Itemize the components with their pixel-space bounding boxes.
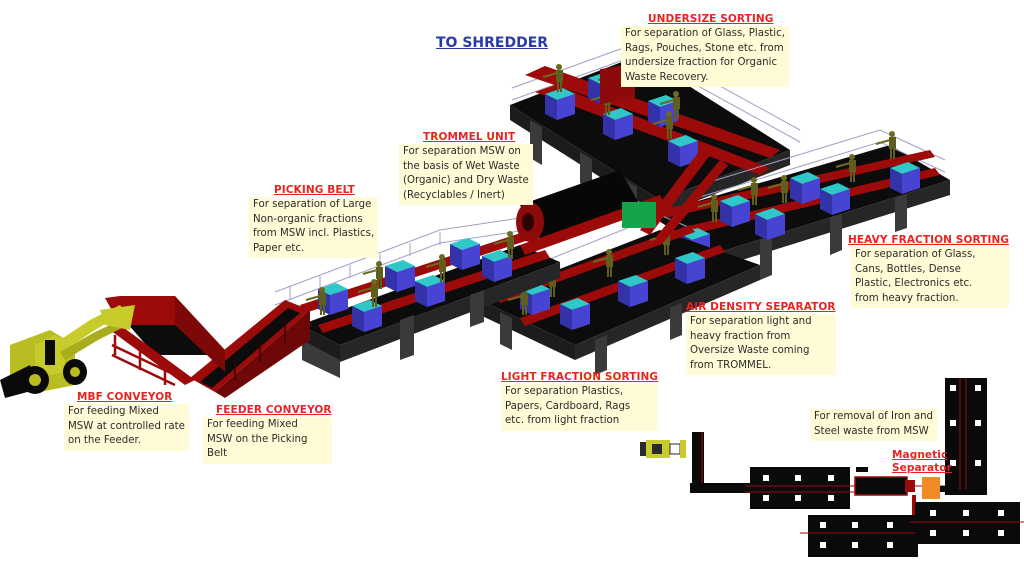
air-density-separator-title: AIR DENSITY SEPARATOR [686,301,836,313]
desc-line: For feeding Mixed [207,419,298,430]
desc-line: undersize fraction for Organic [625,57,778,68]
desc-line: For removal of Iron and [814,411,934,422]
desc-line: Waste Recovery. [625,71,709,83]
desc-line: from MSW incl. Plastics, [253,228,375,239]
magnetic-separator-title-line2: Separator [892,462,952,474]
picking-belt-platform [274,214,560,378]
desc-line: Non-organic fractions [253,213,363,225]
undersize-sorting-callout: UNDERSIZE SORTING For separation of Glas… [621,13,789,87]
air-density-separator-unit [622,202,656,228]
undersize-sorting-description: For separation of Glass, Plastic, Rags, … [621,26,789,87]
air-density-separator-description: For separation light and heavy fraction … [686,314,836,375]
mbf-conveyor-description: For feeding Mixed MSW at controlled rate… [64,404,189,451]
picking-belt-description: For separation of Large Non-organic frac… [249,197,379,258]
desc-line: (Organic) and Dry Waste [403,175,529,186]
desc-line: etc. from light fraction [505,415,620,426]
desc-line: on the Feeder. [68,435,141,446]
magnetic-separator-title: Magnetic Separator [892,449,952,475]
desc-line: For separation light and [690,316,812,327]
heavy-fraction-sorting-platform [650,129,950,280]
undersize-sorting-title: UNDERSIZE SORTING [648,13,774,25]
light-fraction-sorting-title: LIGHT FRACTION SORTING [501,371,659,383]
magnetic-separator-note: For removal of Iron and Steel waste from… [810,409,938,441]
trommel-unit-title: TROMMEL UNIT [423,131,516,143]
desc-line: For feeding Mixed [68,406,159,417]
desc-line: heavy fraction from [690,330,791,342]
light-fraction-sorting-platform [480,214,760,375]
magnetic-separator-title-line1: Magnetic [892,449,948,461]
desc-line: For separation MSW on [403,146,521,157]
heavy-fraction-sorting-callout: HEAVY FRACTION SORTING For separation of… [848,234,1010,308]
picking-belt-title: PICKING BELT [274,184,355,196]
desc-line: from TROMMEL. [690,359,772,371]
desc-line: the basis of Wet Waste [403,160,520,172]
mbf-conveyor-title: MBF CONVEYOR [77,391,173,403]
desc-line: from heavy fraction. [855,292,959,304]
desc-line: For separation Plastics, [505,386,624,397]
desc-line: Belt [207,448,228,459]
feeder-conveyor-description: For feeding Mixed MSW on the Picking Bel… [203,417,332,464]
desc-line: Plastic, Electronics etc. [855,278,973,289]
feeder-conveyor-callout: FEEDER CONVEYOR For feeding Mixed MSW on… [203,404,332,464]
to-shredder-label: TO SHREDDER [436,35,549,51]
trommel-unit [516,63,728,255]
desc-line: For separation of Large [253,199,372,210]
desc-line: For separation of Glass, [855,249,976,260]
mbf-conveyor [105,296,225,387]
trommel-unit-description: For separation MSW on the basis of Wet W… [399,144,533,205]
desc-line: Papers, Cardboard, Rags [505,400,631,412]
desc-line: Oversize Waste coming [690,345,810,356]
light-fraction-sorting-description: For separation Plastics, Papers, Cardboa… [501,384,659,431]
heavy-fraction-sorting-title: HEAVY FRACTION SORTING [848,234,1010,246]
desc-line: Steel waste from MSW [814,425,929,437]
heavy-fraction-sorting-description: For separation of Glass, Cans, Bottles, … [851,247,1010,308]
desc-line: Cans, Bottles, Dense [855,263,961,275]
desc-line: Rags, Pouches, Stone etc. from [625,42,784,54]
front-loader [0,305,135,398]
feeder-conveyor-title: FEEDER CONVEYOR [216,404,332,416]
desc-line: MSW on the Picking [207,433,308,445]
air-density-separator-callout: AIR DENSITY SEPARATOR For separation lig… [686,301,836,375]
desc-line: MSW at controlled rate [68,420,185,432]
light-fraction-sorting-callout: LIGHT FRACTION SORTING For separation Pl… [501,371,659,431]
trommel-unit-callout: TROMMEL UNIT For separation MSW on the b… [399,131,533,205]
desc-line: Paper etc. [253,242,305,254]
magnetic-separator-schematic [640,378,1024,557]
magnetic-separator-description: For removal of Iron and Steel waste from… [810,409,938,441]
mbf-conveyor-callout: MBF CONVEYOR For feeding Mixed MSW at co… [64,391,189,451]
picking-belt-callout: PICKING BELT For separation of Large Non… [249,184,379,258]
mini-loader-icon [640,440,686,458]
desc-line: For separation of Glass, Plastic, [625,28,785,39]
desc-line: (Recyclables / Inert) [403,189,505,201]
